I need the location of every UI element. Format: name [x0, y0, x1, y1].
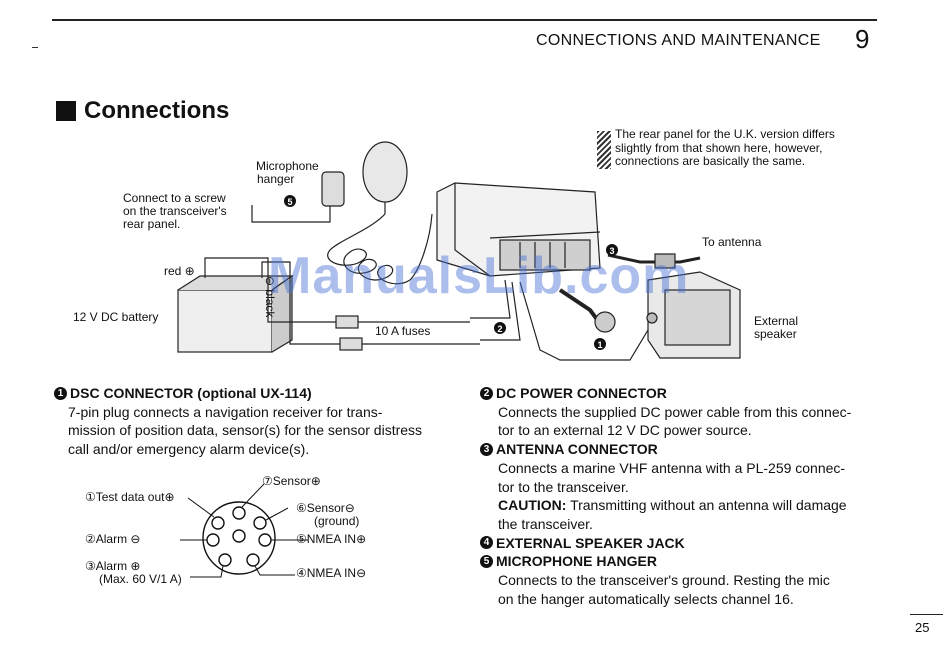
pin-7-label: ⑦Sensor⊕	[262, 474, 321, 488]
mic-hanger-text: Connects to the transceiver's ground. Re…	[498, 572, 830, 589]
dsc-text-line: 7-pin plug connects a navigation receive…	[68, 403, 383, 420]
dsc-text-line: call and/or emergency alarm device(s).	[68, 441, 310, 458]
pin-5-label: ⑤NMEA IN⊕	[296, 532, 367, 546]
note-line: connections are basically the same.	[615, 154, 806, 168]
number-4-icon: 4	[480, 536, 493, 550]
chapter-number: 9	[855, 24, 870, 54]
hanger-icon	[321, 171, 345, 207]
mic-hanger-text: on the hanger automatically selects chan…	[498, 590, 794, 607]
dc-power-heading: DC POWER CONNECTOR	[496, 385, 667, 401]
red-wire	[204, 257, 470, 323]
antenna-text: tor to the transceiver.	[498, 478, 629, 495]
antenna-text: Connects a marine VHF antenna with a PL-…	[498, 459, 846, 476]
section-title: Connections	[56, 97, 229, 125]
margin-mark	[32, 47, 38, 48]
pin-1-label: ①Test data out⊕	[85, 490, 175, 504]
caution-text: CAUTION: Transmitting without an antenna…	[498, 497, 847, 514]
dsc-heading: DSC CONNECTOR	[70, 385, 194, 401]
coil-cord	[327, 213, 411, 285]
header-title: CONNECTIONS AND MAINTENANCE	[536, 32, 821, 49]
speaker-jack-heading: EXTERNAL SPEAKER JACK	[496, 534, 685, 551]
mic-hanger-heading: MICROPHONE HANGER	[496, 553, 658, 570]
microphone-icon	[362, 141, 408, 203]
watermark: ManualsLib.com	[268, 247, 690, 305]
svg-text:2: 2	[497, 324, 502, 334]
fuses-label: 10 A fuses	[375, 324, 431, 338]
fuse-icon	[335, 315, 359, 329]
note-line: The rear panel for the U.K. version diff…	[615, 127, 835, 141]
antenna-label: To antenna	[702, 235, 762, 249]
number-1-icon: 1	[54, 386, 67, 400]
uk-version-note: The rear panel for the U.K. version diff…	[615, 127, 865, 169]
dc-power-text: Connects the supplied DC power cable fro…	[498, 403, 852, 420]
dsc-pin-diagram	[180, 483, 308, 578]
antenna-heading: ANTENNA CONNECTOR	[496, 441, 658, 458]
svg-text:1: 1	[597, 340, 602, 350]
pin-3-label: ③Alarm ⊕(Max. 60 V/1 A)	[85, 559, 182, 586]
number-2-icon: 2	[480, 386, 493, 400]
pin-2-label: ②Alarm ⊖	[85, 532, 141, 546]
connector-outline	[202, 501, 276, 575]
number-5-icon: 5	[480, 555, 493, 569]
battery-label: 12 V DC battery	[73, 310, 159, 324]
svg-text:3: 3	[609, 246, 614, 256]
svg-text:5: 5	[287, 197, 292, 207]
page-number-rule	[910, 614, 943, 615]
number-3-icon: 3	[480, 442, 493, 456]
section-square-icon	[56, 101, 76, 121]
dsc-text-line: mission of position data, sensor(s) for …	[68, 422, 423, 439]
pin-4-label: ④NMEA IN⊖	[296, 566, 367, 580]
hatch-pattern-icon	[597, 131, 611, 169]
dsc-heading-note: (optional UX-114)	[193, 385, 312, 401]
battery-icon	[177, 289, 273, 353]
connections-diagram: 5 3 2 1	[177, 141, 741, 361]
fuse-icon	[339, 337, 363, 351]
pin-6-label: ⑥Sensor⊖(ground)	[296, 501, 360, 528]
caution-text-2: the transceiver.	[498, 515, 593, 532]
dc-power-text: tor to an external 12 V DC power source.	[498, 422, 752, 439]
note-line: slightly from that shown here, however,	[615, 140, 823, 155]
page-number: 25	[915, 620, 930, 635]
header-rule	[52, 19, 877, 21]
section-title-text: Connections	[84, 97, 230, 124]
red-label: red ⊕	[164, 264, 195, 278]
